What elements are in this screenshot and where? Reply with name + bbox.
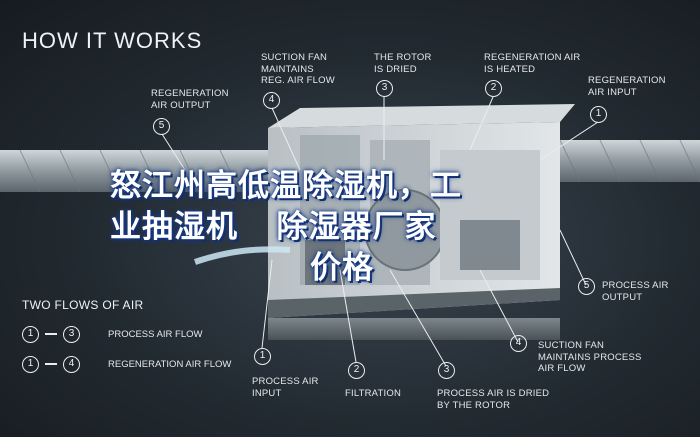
callout-number-badge: 3 bbox=[376, 80, 393, 97]
legend-from-badge: 1 bbox=[22, 325, 39, 343]
legend-to-badge: 3 bbox=[63, 325, 80, 343]
overlay-title: 怒江州高低温除湿机，工 业抽湿机 除湿器厂家 价格 bbox=[110, 165, 600, 288]
callout-label-regeneration-air-output: REGENERATION AIR OUTPUT bbox=[151, 88, 229, 111]
process-air-ribbon bbox=[194, 246, 291, 265]
legend-dash bbox=[45, 363, 57, 365]
legend-row-process: 1 3 PROCESS AIR FLOW bbox=[22, 324, 203, 344]
legend-label: REGENERATION AIR FLOW bbox=[108, 358, 232, 370]
callout-number-badge: 5 bbox=[578, 278, 595, 295]
overlay-line-2: 业抽湿机 除湿器厂家 bbox=[110, 209, 437, 244]
legend-to-badge: 4 bbox=[63, 355, 80, 373]
overlay-line-1: 怒江州高低温除湿机，工 bbox=[110, 168, 462, 203]
callout-label-process-air-input: PROCESS AIR INPUT bbox=[252, 376, 319, 399]
left-duct bbox=[0, 149, 275, 193]
dehumidifier-unit bbox=[268, 104, 575, 340]
leader-lines bbox=[161, 96, 599, 367]
callout-number-badge: 3 bbox=[438, 362, 455, 379]
callout-number-badge: 1 bbox=[254, 348, 271, 365]
callout-label-regeneration-air-heated: REGENERATION AIR IS HEATED bbox=[484, 52, 581, 75]
callout-label-process-air-dried: PROCESS AIR IS DRIED BY THE ROTOR bbox=[437, 388, 550, 411]
overlay-line-3: 价格 bbox=[310, 250, 374, 285]
callout-label-suction-fan-process: SUCTION FAN MAINTAINS PROCESS AIR FLOW bbox=[538, 340, 642, 374]
callout-number-badge: 1 bbox=[590, 106, 607, 123]
legend-row-regeneration: 1 4 REGENERATION AIR FLOW bbox=[22, 354, 231, 374]
callout-label-rotor-dried: THE ROTOR IS DRIED bbox=[374, 52, 432, 75]
callout-number-badge: 2 bbox=[348, 362, 365, 379]
callout-label-filtration: FILTRATION bbox=[345, 388, 402, 399]
legend-dash bbox=[45, 333, 57, 335]
callout-label-regeneration-air-input: REGENERATION AIR INPUT bbox=[588, 75, 666, 98]
callout-number-badge: 4 bbox=[510, 335, 527, 352]
page-heading: HOW IT WORKS bbox=[22, 28, 203, 53]
callout-label-process-air-output: PROCESS AIR OUTPUT bbox=[602, 280, 669, 303]
callout-label-suction-fan-reg: SUCTION FAN MAINTAINS REG. AIR FLOW bbox=[261, 52, 335, 86]
callout-number-badge: 5 bbox=[153, 118, 170, 135]
callout-number-badge: 4 bbox=[263, 92, 280, 109]
right-duct bbox=[540, 139, 700, 183]
callout-number-badge: 2 bbox=[485, 80, 502, 97]
legend-title: TWO FLOWS OF AIR bbox=[22, 298, 144, 312]
legend-from-badge: 1 bbox=[22, 355, 39, 373]
legend-label: PROCESS AIR FLOW bbox=[108, 328, 203, 340]
